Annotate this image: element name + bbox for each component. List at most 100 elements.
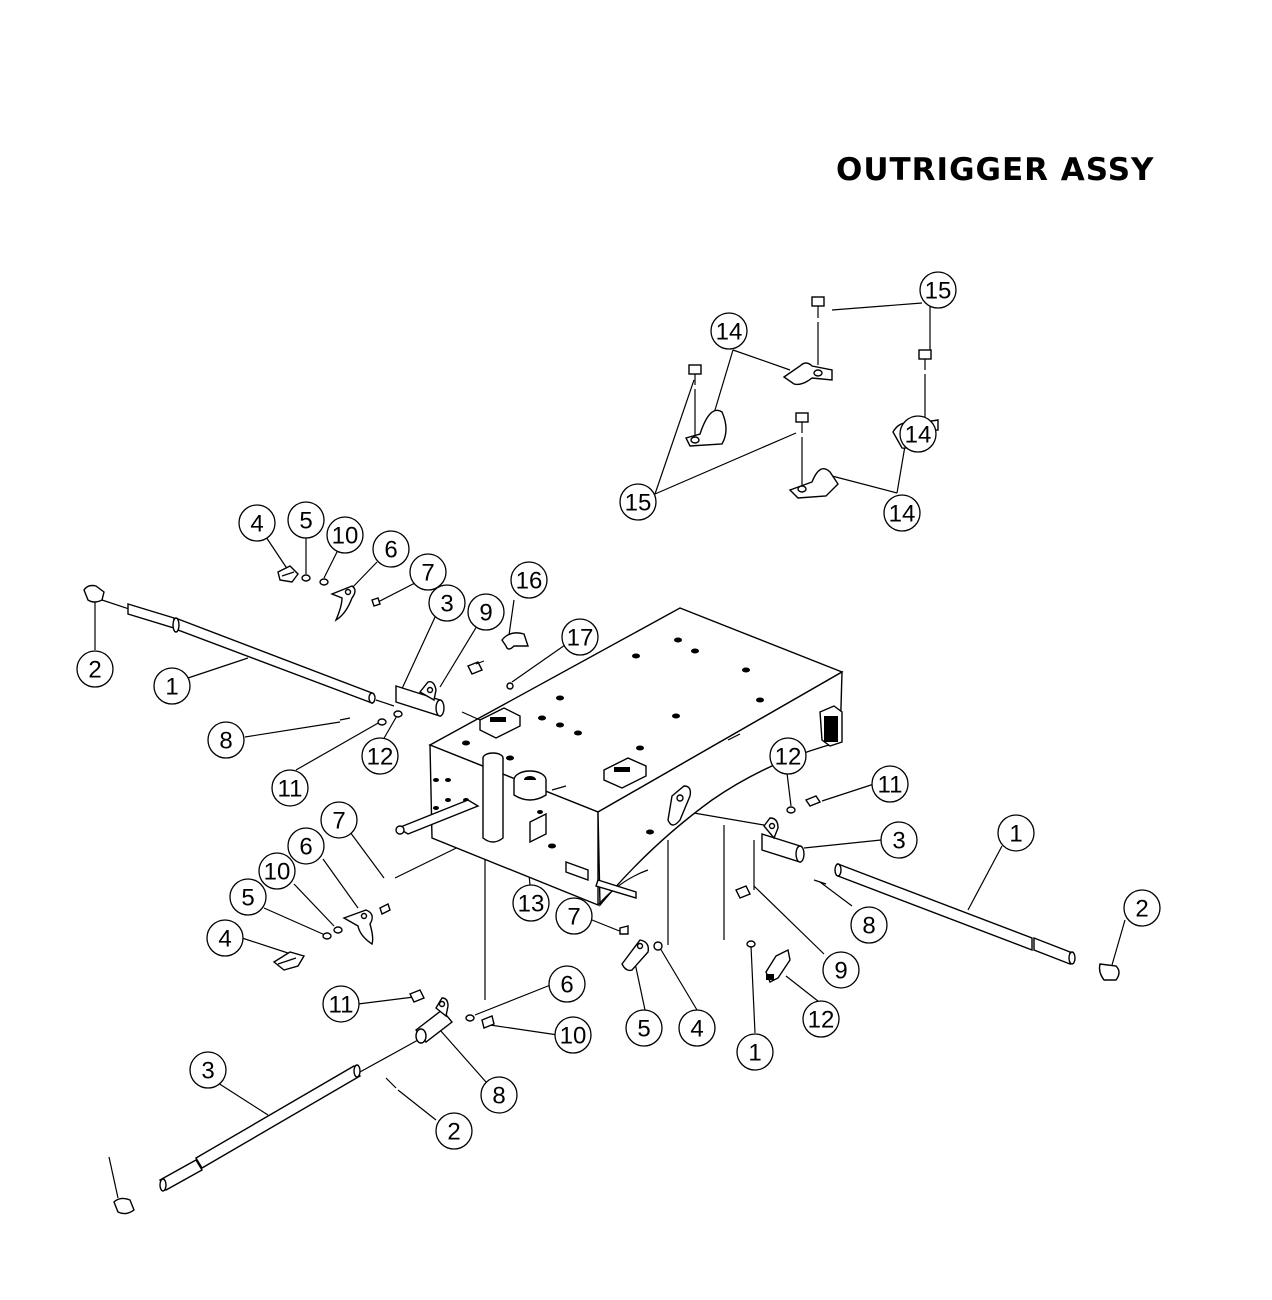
callout-number: 10 <box>264 859 291 886</box>
callout-circle <box>883 494 921 532</box>
callout-circle <box>229 878 267 916</box>
callout-number: 17 <box>567 625 594 652</box>
callout-balloon-2: 2 <box>1123 889 1161 927</box>
latch-part-16 <box>501 632 529 650</box>
callout-balloon-12: 12 <box>361 737 399 775</box>
frame-latch <box>667 785 692 826</box>
callout-circle <box>548 965 586 1003</box>
callout-circle <box>619 483 657 521</box>
callout-circle <box>997 814 1035 852</box>
callout-number: 7 <box>567 904 580 931</box>
callout-balloon-3: 3 <box>189 1051 227 1089</box>
callout-number: 8 <box>862 913 875 940</box>
callout-balloon-3: 3 <box>880 821 918 859</box>
callout-number: 9 <box>834 958 847 985</box>
callout-circle <box>1123 889 1161 927</box>
callout-number: 13 <box>518 891 545 918</box>
callout-number: 10 <box>332 523 359 550</box>
lower-left-arm-assembly <box>113 989 495 1215</box>
callout-circle <box>207 721 245 759</box>
callout-balloon-11: 11 <box>871 765 909 803</box>
callout-circle <box>287 501 325 539</box>
callout-balloon-10: 10 <box>258 852 296 890</box>
callout-circle <box>919 271 957 309</box>
callout-number: 6 <box>299 834 312 861</box>
bolt-part-7 <box>371 597 381 607</box>
callout-balloon-8: 8 <box>480 1076 518 1114</box>
callout-number: 3 <box>440 591 453 618</box>
slot-bracket <box>479 707 521 739</box>
callout-number: 1 <box>748 1040 761 1067</box>
callout-balloon-1: 1 <box>736 1033 774 1071</box>
callout-number: 15 <box>625 490 652 517</box>
callout-number: 1 <box>165 674 178 701</box>
callout-balloon-6: 6 <box>372 530 410 568</box>
clamp-part-14 <box>782 362 833 386</box>
sleeve-part-3 <box>395 680 445 717</box>
callout-balloon-10: 10 <box>326 516 364 554</box>
callout-circle <box>372 530 410 568</box>
callout-number: 9 <box>479 600 492 627</box>
callout-circle <box>428 584 466 622</box>
lock-part-4 <box>765 948 791 983</box>
callout-circle <box>555 897 593 935</box>
callout-circle <box>435 1112 473 1150</box>
callout-number: 7 <box>332 808 345 835</box>
callout-balloon-15: 15 <box>919 271 957 309</box>
callout-balloon-5: 5 <box>625 1009 663 1047</box>
callout-balloon-6: 6 <box>548 965 586 1003</box>
outrigger-frame <box>395 607 844 907</box>
callout-number: 11 <box>278 776 303 803</box>
callout-balloon-15: 15 <box>619 483 657 521</box>
callout-balloon-2: 2 <box>76 650 114 688</box>
callout-circle <box>480 1076 518 1114</box>
bolt-part-15 <box>795 412 809 485</box>
callout-balloon-12: 12 <box>769 737 807 775</box>
callout-circle <box>361 737 399 775</box>
callout-circle <box>258 852 296 890</box>
callout-number: 11 <box>878 772 903 799</box>
callout-circle <box>871 765 909 803</box>
callout-number: 5 <box>299 508 312 535</box>
callout-circle <box>326 516 364 554</box>
end-cap-part-2 <box>1098 963 1120 981</box>
callout-balloon-2: 2 <box>435 1112 473 1150</box>
callout-circle <box>238 504 276 542</box>
callout-balloon-4: 4 <box>206 919 244 957</box>
upper-left-arm-assembly <box>83 565 529 726</box>
callout-balloon-5: 5 <box>229 878 267 916</box>
callout-balloon-6: 6 <box>287 827 325 865</box>
callout-number: 12 <box>775 744 802 771</box>
bolt-part-15 <box>688 364 702 436</box>
callout-number: 5 <box>241 885 254 912</box>
clamp-part-14 <box>684 409 727 447</box>
callout-number: 12 <box>367 744 394 771</box>
pivot-boss <box>513 770 547 801</box>
bolt-part-15 <box>918 349 932 420</box>
callout-balloon-14: 14 <box>899 415 937 453</box>
callout-balloon-13: 13 <box>512 884 550 922</box>
callout-balloon-10: 10 <box>554 1016 592 1054</box>
end-cap-part-2 <box>113 1197 135 1215</box>
callout-circle <box>512 884 550 922</box>
rod-part-1 <box>127 603 481 721</box>
slot-bracket <box>603 757 647 789</box>
callout-number: 3 <box>201 1058 214 1085</box>
callout-number: 16 <box>516 568 543 595</box>
rod-part-1 <box>159 1064 361 1192</box>
callout-circle <box>287 827 325 865</box>
end-cap-part-2 <box>83 584 105 603</box>
lock-part-4 <box>272 951 306 971</box>
callout-circle <box>76 650 114 688</box>
callout-balloon-12: 12 <box>802 1000 840 1038</box>
callout-balloon-9: 9 <box>467 593 505 631</box>
callout-number: 4 <box>218 926 231 953</box>
callout-circle <box>822 951 860 989</box>
callout-circle <box>322 985 360 1023</box>
callout-number: 2 <box>1135 896 1148 923</box>
latch-part-6 <box>342 909 374 946</box>
callout-circle <box>271 769 309 807</box>
callout-circle <box>206 919 244 957</box>
callout-circle <box>678 1009 716 1047</box>
bolt-part-15 <box>811 296 825 365</box>
